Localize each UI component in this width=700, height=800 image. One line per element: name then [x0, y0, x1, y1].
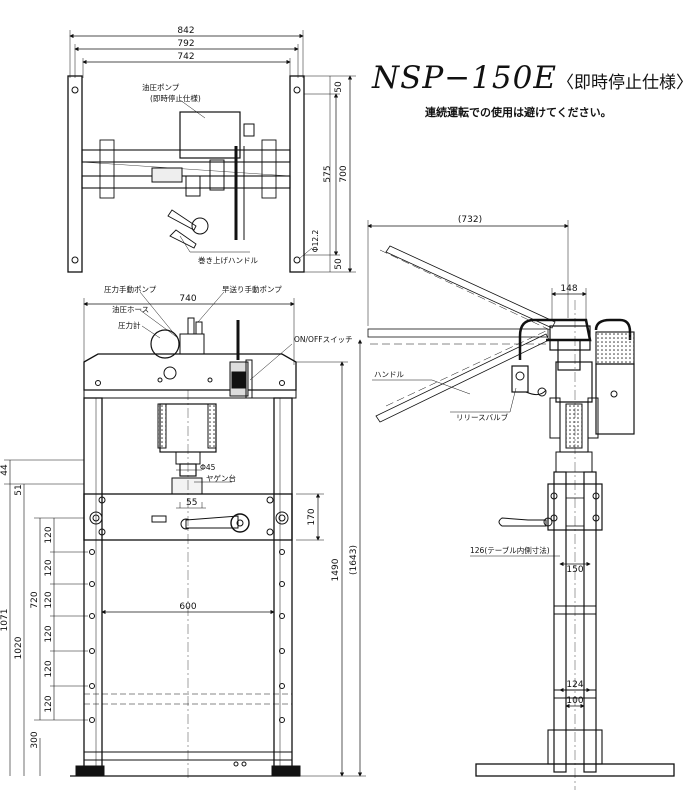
dim-pitch-4: 120	[44, 625, 54, 642]
label-fast-feed-pump: 早送り手動ポンプ	[222, 284, 282, 294]
label-winding-handle: 巻き上げハンドル	[198, 255, 258, 265]
dim-pitch-2: 120	[44, 559, 54, 576]
label-pump-sub: (即時停止仕様)	[150, 93, 201, 103]
dim-44: 44	[0, 464, 10, 476]
dim-1490: 1490	[331, 558, 341, 581]
dim-phi45: Φ45	[200, 463, 216, 472]
label-onoff-switch: ON/OFFスイッチ	[294, 335, 353, 344]
dim-pitch-3: 120	[44, 591, 54, 608]
model-title: NSP−150E〈即時停止仕様〉	[372, 60, 693, 96]
model-name: NSP−150E	[372, 60, 557, 96]
label-pressure-manual-pump: 圧力手動ポンプ	[104, 284, 157, 294]
dim-740: 740	[179, 294, 196, 304]
dim-50-top: 50	[334, 81, 344, 93]
label-hydraulic-pump: 油圧ポンプ	[142, 82, 180, 92]
dim-55: 55	[186, 498, 197, 508]
dim-1643: (1643)	[349, 545, 359, 575]
dim-pitch-6: 120	[44, 695, 54, 712]
dim-720: 720	[30, 591, 40, 608]
dim-732: (732)	[458, 215, 482, 225]
dim-742: 742	[177, 52, 194, 62]
dim-170: 170	[307, 508, 317, 525]
front-view-text: 740 圧力手動ポンプ 油圧ホース 圧力計 早送り手動ポンプ ON/OFFスイッ…	[0, 284, 359, 749]
dim-hole: Φ12.2	[311, 229, 320, 252]
dim-300: 300	[30, 731, 40, 748]
dim-pitch-1: 120	[44, 526, 54, 543]
dim-1020: 1020	[14, 636, 24, 659]
dim-100: 100	[566, 696, 583, 706]
label-pressure-gauge: 圧力計	[118, 320, 141, 330]
side-view-text: (732) 148 ハンドル リリースバルブ 126(テーブル内側寸法) 150…	[374, 215, 584, 706]
dim-150: 150	[566, 565, 583, 575]
dim-575: 575	[323, 165, 333, 182]
dim-842: 842	[177, 26, 194, 36]
dim-51: 51	[14, 484, 24, 495]
dim-792: 792	[177, 39, 194, 49]
top-view-text: 842 792 742 油圧ポンプ (即時停止仕様) 巻き上げハンドル 50 5…	[142, 26, 349, 270]
dim-124: 124	[566, 680, 583, 690]
dim-pitch-5: 120	[44, 660, 54, 677]
label-release-valve: リリースバルブ	[456, 412, 509, 422]
side-view	[367, 220, 675, 790]
label-hydraulic-hose: 油圧ホース	[112, 304, 149, 314]
dim-700: 700	[339, 165, 349, 182]
dim-126: 126(テーブル内側寸法)	[470, 545, 550, 555]
dim-1071: 1071	[0, 609, 10, 632]
dim-50-bottom: 50	[334, 258, 344, 270]
label-handle: ハンドル	[374, 370, 404, 379]
dim-600: 600	[179, 602, 196, 612]
front-view	[4, 291, 366, 780]
label-v-block: ヤゲン台	[206, 473, 236, 483]
usage-note: 連続運転での使用は避けてください。	[425, 106, 612, 119]
dim-148: 148	[560, 284, 577, 294]
top-view	[67, 30, 356, 273]
model-variant: 〈即時停止仕様〉	[557, 73, 693, 93]
